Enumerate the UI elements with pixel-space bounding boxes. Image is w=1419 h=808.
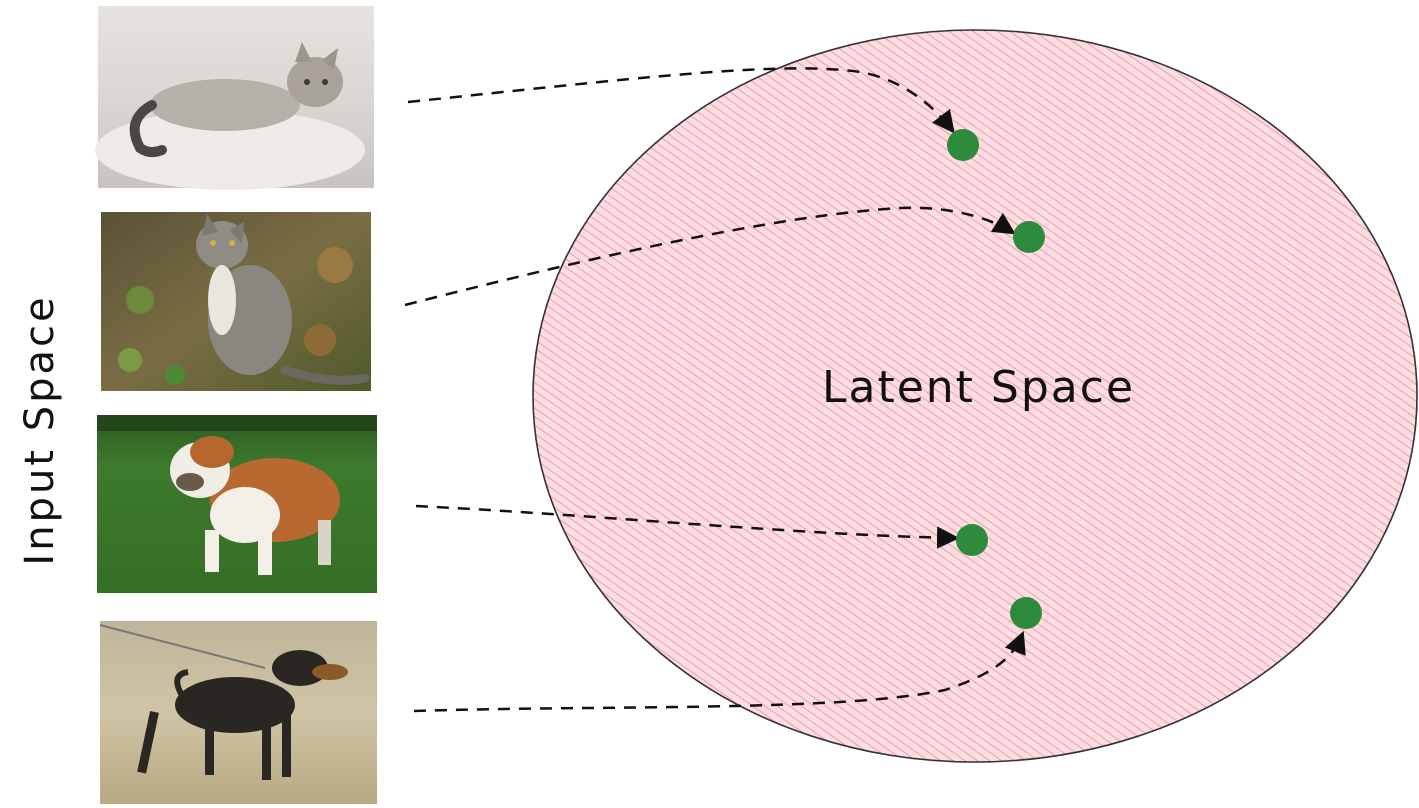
embedding-point-1 [947, 129, 979, 161]
input-image-cat-1 [95, 6, 374, 190]
mapping-arrow-3 [415, 504, 960, 549]
latent-space-label: Latent Space [822, 362, 1136, 413]
embedding-point-2 [1013, 221, 1045, 253]
embedding-point-3 [956, 524, 988, 556]
mapping-arrow-2 [404, 206, 1016, 307]
input-space-label: Input Space [17, 294, 63, 566]
mapping-arrow-4 [413, 630, 1026, 713]
latent-space-region [532, 29, 1418, 763]
input-image-dog-1 [97, 415, 377, 593]
input-image-cat-2 [101, 212, 371, 391]
input-image-dog-2 [99, 621, 377, 804]
embedding-point-4 [1010, 597, 1042, 629]
